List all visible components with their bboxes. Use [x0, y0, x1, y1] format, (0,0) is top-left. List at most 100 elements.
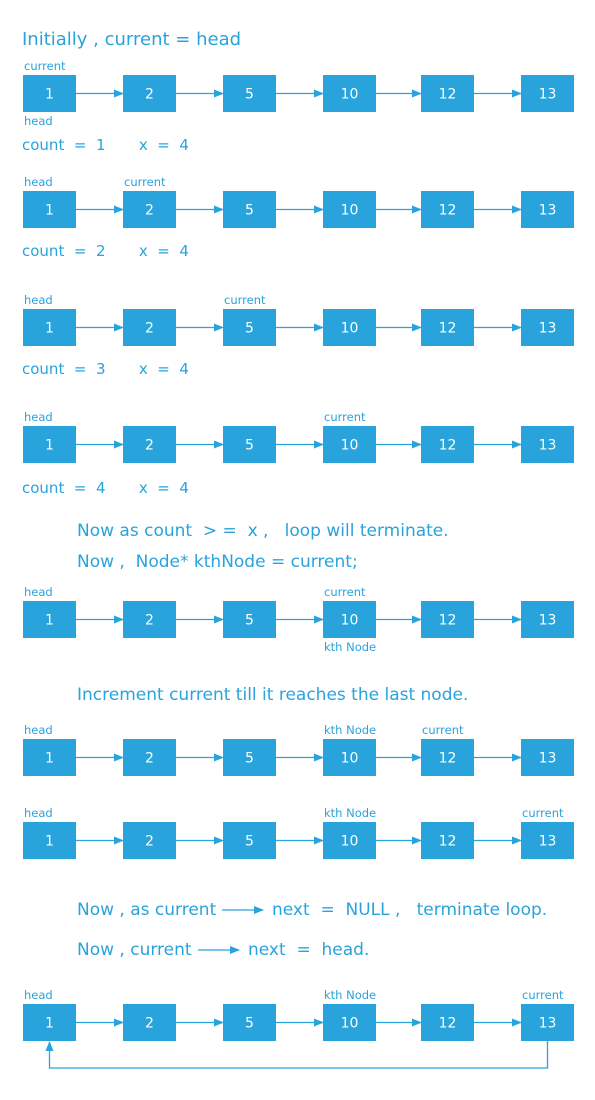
list-node	[23, 1004, 76, 1041]
list-node	[223, 601, 276, 638]
list-node	[23, 191, 76, 228]
pointer-label: kth Node	[324, 723, 376, 737]
node-value: 2	[145, 613, 154, 629]
list-node	[421, 822, 474, 859]
node-value: 1	[45, 834, 54, 850]
list-node	[223, 309, 276, 346]
list-node	[23, 601, 76, 638]
node-value: 5	[245, 751, 254, 767]
node-value: 5	[245, 613, 254, 629]
node-value: 10	[341, 1016, 359, 1032]
list-node	[323, 739, 376, 776]
node-value: 10	[341, 751, 359, 767]
caption-next-head-prefix: Now , current	[77, 940, 192, 960]
pointer-label: current	[224, 293, 266, 307]
node-value: 12	[439, 613, 457, 629]
list-node	[323, 1004, 376, 1041]
node-value: 13	[539, 87, 557, 103]
pointer-label: current	[124, 175, 166, 189]
node-value: 12	[439, 203, 457, 219]
pointer-label: head	[24, 293, 53, 307]
list-node	[521, 191, 574, 228]
caption-initially: Initially , current = head	[22, 29, 241, 50]
node-value: 13	[539, 613, 557, 629]
node-value: 10	[341, 87, 359, 103]
node-value: 2	[145, 203, 154, 219]
list-node	[123, 426, 176, 463]
list-node	[521, 309, 574, 346]
caption-next-null-prefix: Now , as current	[77, 900, 217, 920]
list-node	[421, 1004, 474, 1041]
pointer-label: head	[24, 806, 53, 820]
node-value: 2	[145, 87, 154, 103]
list-node	[23, 822, 76, 859]
pointer-label: current	[522, 806, 564, 820]
list-node	[223, 739, 276, 776]
count-line-3: count = 3 x = 4	[22, 360, 189, 378]
list-node	[521, 1004, 574, 1041]
list-node	[323, 822, 376, 859]
pointer-label: current	[24, 59, 66, 73]
list-node	[123, 822, 176, 859]
count-line-2: count = 2 x = 4	[22, 242, 189, 260]
node-value: 5	[245, 438, 254, 454]
caption-increment: Increment current till it reaches the la…	[77, 685, 468, 705]
node-value: 5	[245, 203, 254, 219]
list-node	[421, 426, 474, 463]
node-value: 12	[439, 87, 457, 103]
list-node	[123, 1004, 176, 1041]
node-value: 13	[539, 1016, 557, 1032]
caption-terminate-count: Now as count > = x , loop will terminate…	[77, 521, 449, 541]
list-node	[23, 739, 76, 776]
list-node	[521, 601, 574, 638]
list-node	[223, 822, 276, 859]
pointer-label: current	[324, 410, 366, 424]
node-value: 5	[245, 1016, 254, 1032]
node-value: 5	[245, 321, 254, 337]
list-node	[123, 739, 176, 776]
pointer-label: current	[324, 585, 366, 599]
caption-next-null-suffix: next = NULL , terminate loop.	[272, 900, 547, 920]
node-value: 2	[145, 1016, 154, 1032]
node-value: 2	[145, 321, 154, 337]
node-value: 10	[341, 834, 359, 850]
node-value: 2	[145, 834, 154, 850]
list-node	[521, 426, 574, 463]
pointer-label: head	[24, 114, 53, 128]
list-node	[421, 309, 474, 346]
list-node	[323, 309, 376, 346]
list-node	[23, 426, 76, 463]
list-node	[23, 75, 76, 112]
node-value: 12	[439, 321, 457, 337]
node-value: 13	[539, 834, 557, 850]
list-node	[421, 191, 474, 228]
list-node	[323, 601, 376, 638]
node-value: 12	[439, 751, 457, 767]
node-value: 1	[45, 613, 54, 629]
list-node	[323, 75, 376, 112]
node-value: 1	[45, 321, 54, 337]
node-value: 13	[539, 203, 557, 219]
pointer-label: kth Node	[324, 988, 376, 1002]
node-value: 1	[45, 203, 54, 219]
list-node	[323, 191, 376, 228]
node-value: 1	[45, 438, 54, 454]
node-value: 2	[145, 438, 154, 454]
list-node	[521, 822, 574, 859]
pointer-label: head	[24, 410, 53, 424]
node-value: 1	[45, 87, 54, 103]
list-node	[323, 426, 376, 463]
list-node	[123, 191, 176, 228]
node-value: 10	[341, 321, 359, 337]
list-node	[123, 75, 176, 112]
circular-back-arrow	[45, 1041, 549, 1069]
pointer-label: current	[522, 988, 564, 1002]
list-node	[23, 309, 76, 346]
list-node	[223, 426, 276, 463]
node-value: 2	[145, 751, 154, 767]
pointer-label: head	[24, 175, 53, 189]
count-line-4: count = 4 x = 4	[22, 479, 189, 497]
list-node	[223, 1004, 276, 1041]
list-node	[421, 739, 474, 776]
node-value: 5	[245, 87, 254, 103]
